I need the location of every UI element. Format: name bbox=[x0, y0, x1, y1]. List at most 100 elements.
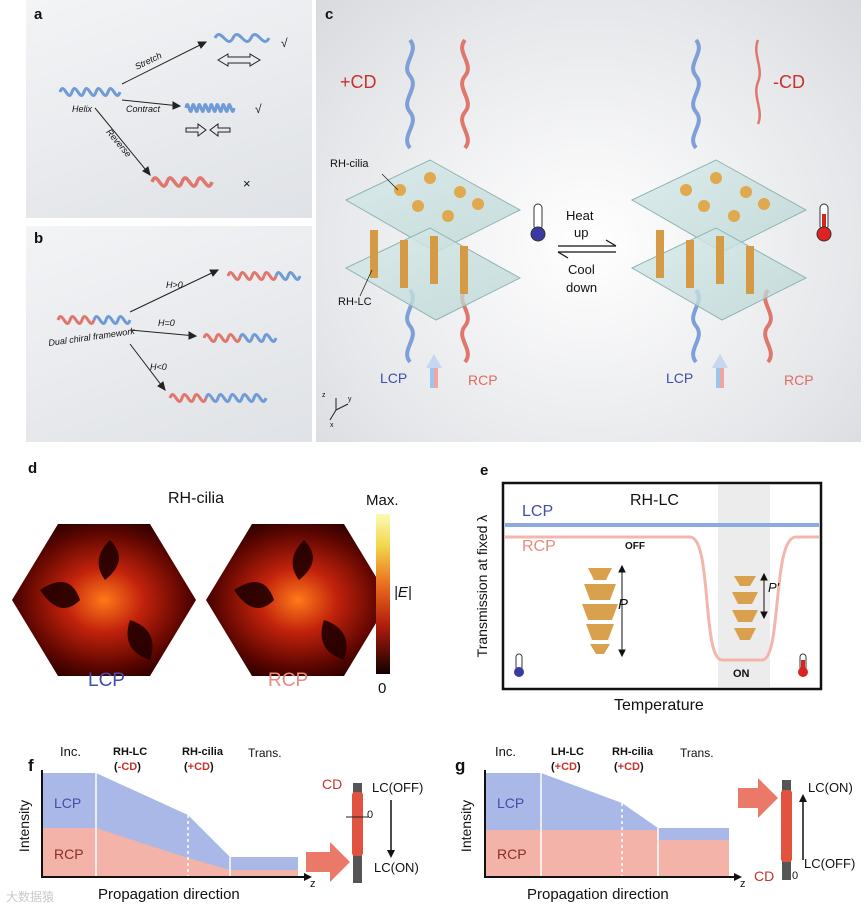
check-mark-1: √ bbox=[281, 36, 288, 50]
g-xlabel: Propagation direction bbox=[527, 886, 669, 903]
colorbar bbox=[376, 514, 390, 674]
helix-blue-main bbox=[58, 87, 122, 97]
f-xlabel: Propagation direction bbox=[98, 886, 240, 903]
f-stage2-label: RH-cilia bbox=[182, 746, 223, 758]
f-cd-label: CD bbox=[322, 776, 343, 792]
watermark: 大数据猿 bbox=[6, 890, 55, 904]
f-incoming-arrow bbox=[306, 842, 350, 882]
lcp-right-label: LCP bbox=[666, 370, 694, 386]
f-rcp-label: RCP bbox=[54, 846, 84, 862]
e-on-label: ON bbox=[733, 668, 750, 680]
lc-pillar-icon bbox=[582, 568, 618, 654]
f-lc-on-label: LC(ON) bbox=[374, 860, 419, 875]
d-rcp-label: RCP bbox=[268, 670, 309, 691]
f-lc-off-label: LC(OFF) bbox=[372, 780, 424, 795]
f-stage1-cd: (-CD) bbox=[114, 761, 141, 773]
f-axes bbox=[41, 770, 306, 878]
f-cd-bar bbox=[352, 792, 363, 856]
g-incoming-arrow bbox=[738, 778, 778, 818]
up-label: up bbox=[574, 225, 589, 240]
axis-y-label: y bbox=[348, 396, 352, 403]
thermometer-cold-icon bbox=[530, 203, 546, 242]
coordinate-axes bbox=[329, 398, 349, 421]
e-thermometer-hot-icon bbox=[798, 653, 808, 677]
helix-label: Helix bbox=[72, 104, 93, 114]
d-title: RH-cilia bbox=[168, 490, 224, 507]
minus-cd-label: -CD bbox=[773, 72, 805, 92]
g-cd-bar bbox=[781, 790, 792, 862]
f-inc-label: Inc. bbox=[60, 744, 81, 759]
panel-label-c: c bbox=[325, 6, 334, 23]
beam-lcp-left-top bbox=[405, 38, 415, 150]
g-lc-off-label: LC(OFF) bbox=[804, 856, 856, 871]
equilibrium-arrows bbox=[557, 239, 617, 259]
dual-helix-main-red bbox=[56, 315, 96, 325]
panel-label-g: g bbox=[455, 756, 466, 775]
rcp-left-label: RCP bbox=[468, 372, 498, 388]
g-stage2-cd: (+CD) bbox=[614, 761, 644, 773]
g-cd-label: CD bbox=[754, 868, 775, 884]
e-title: RH-LC bbox=[630, 492, 679, 509]
e-xlabel: Temperature bbox=[614, 697, 704, 714]
e-p-prime-label: P' bbox=[768, 580, 780, 595]
f-rcp-area bbox=[42, 828, 298, 876]
thermometer-hot-icon bbox=[816, 203, 832, 242]
g-ylabel: Intensity bbox=[458, 799, 475, 853]
h-neg-label: H<0 bbox=[150, 362, 167, 372]
e-lcp-label: LCP bbox=[522, 503, 554, 520]
g-inc-label: Inc. bbox=[495, 744, 516, 759]
panel-label-a: a bbox=[34, 6, 43, 23]
f-lcp-label: LCP bbox=[54, 795, 82, 811]
colorbar-zero-label: 0 bbox=[378, 680, 387, 697]
g-z-label: z bbox=[740, 878, 746, 890]
up-arrow-right bbox=[712, 354, 728, 388]
down-label: down bbox=[566, 280, 598, 295]
colorbar-field-label: |E| bbox=[394, 584, 412, 601]
check-mark-2: √ bbox=[255, 102, 262, 116]
g-trans-label: Trans. bbox=[680, 746, 714, 760]
f-stage2-cd: (+CD) bbox=[184, 761, 214, 773]
d-lcp-label: LCP bbox=[88, 670, 125, 691]
up-arrow-left bbox=[426, 354, 442, 388]
g-axes bbox=[484, 770, 736, 878]
g-stage1-cd: (+CD) bbox=[551, 761, 581, 773]
cross-mark: × bbox=[243, 176, 251, 191]
e-p-label: P bbox=[618, 596, 629, 613]
g-zero-label: 0 bbox=[792, 870, 799, 882]
g-lcp-label: LCP bbox=[497, 795, 525, 811]
heat-label: Heat bbox=[566, 208, 594, 223]
contract-label: Contract bbox=[126, 104, 161, 114]
cool-label: Cool bbox=[568, 262, 595, 277]
axis-x-label: x bbox=[330, 422, 334, 429]
colorbar-max-label: Max. bbox=[366, 492, 399, 509]
rh-lc-label: RH-LC bbox=[338, 296, 372, 308]
e-thermometer-cold-icon bbox=[514, 653, 524, 677]
e-off-label: OFF bbox=[625, 541, 645, 552]
f-trans-label: Trans. bbox=[248, 746, 282, 760]
axis-z-label: z bbox=[322, 392, 326, 399]
beam-rcp-left-top bbox=[460, 38, 470, 150]
f-z-label: z bbox=[310, 878, 316, 890]
panel-label-b: b bbox=[34, 230, 44, 247]
glass-plate-left-top bbox=[344, 159, 522, 253]
helix-stretched bbox=[213, 33, 271, 43]
h-pos-label: H>0 bbox=[166, 280, 183, 290]
rcp-right-label: RCP bbox=[784, 372, 814, 388]
helix-reversed bbox=[150, 176, 214, 188]
g-stage1-label: LH-LC bbox=[551, 746, 584, 758]
e-rcp-curve bbox=[505, 535, 819, 662]
panel-label-e: e bbox=[480, 462, 489, 479]
dual-helix-main-blue bbox=[92, 315, 132, 325]
panel-label-f: f bbox=[28, 756, 34, 775]
panel-label-d: d bbox=[28, 460, 38, 477]
helix-contracted bbox=[184, 103, 236, 113]
lc-pillar-compressed-icon bbox=[732, 576, 758, 640]
rh-cilia-label: RH-cilia bbox=[330, 158, 369, 170]
g-rcp-label: RCP bbox=[497, 846, 527, 862]
